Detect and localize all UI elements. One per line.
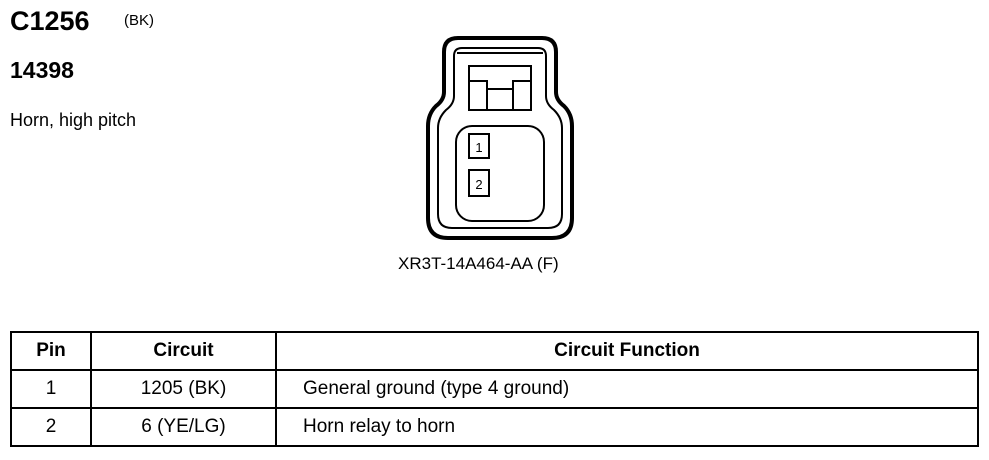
- cell-pin: 1: [10, 369, 92, 409]
- cell-pin: 2: [10, 407, 92, 447]
- cell-function: General ground (type 4 ground): [275, 369, 979, 409]
- header-circuit: Circuit: [90, 331, 277, 371]
- connector-face-diagram: 1 2: [426, 36, 574, 240]
- svg-text:1: 1: [475, 140, 482, 155]
- pinout-table: Pin Circuit Circuit Function 1 1205 (BK)…: [10, 331, 979, 447]
- table-row: 2 6 (YE/LG) Horn relay to horn: [10, 407, 979, 447]
- cell-circuit: 1205 (BK): [90, 369, 277, 409]
- table-row: 1 1205 (BK) General ground (type 4 groun…: [10, 369, 979, 409]
- connector-color: (BK): [124, 12, 154, 29]
- pin-2-cavity: 2: [468, 169, 490, 197]
- header-circuit-function: Circuit Function: [275, 331, 979, 371]
- header-pin: Pin: [10, 331, 92, 371]
- pin-1-cavity: 1: [468, 133, 490, 159]
- cell-function: Horn relay to horn: [275, 407, 979, 447]
- connector-id: C1256: [10, 6, 90, 36]
- part-number: 14398: [10, 57, 74, 83]
- connector-part-number: XR3T-14A464-AA (F): [398, 254, 559, 273]
- svg-text:2: 2: [475, 177, 482, 192]
- connector-description: Horn, high pitch: [10, 110, 137, 130]
- cell-circuit: 6 (YE/LG): [90, 407, 277, 447]
- table-header-row: Pin Circuit Circuit Function: [10, 331, 979, 371]
